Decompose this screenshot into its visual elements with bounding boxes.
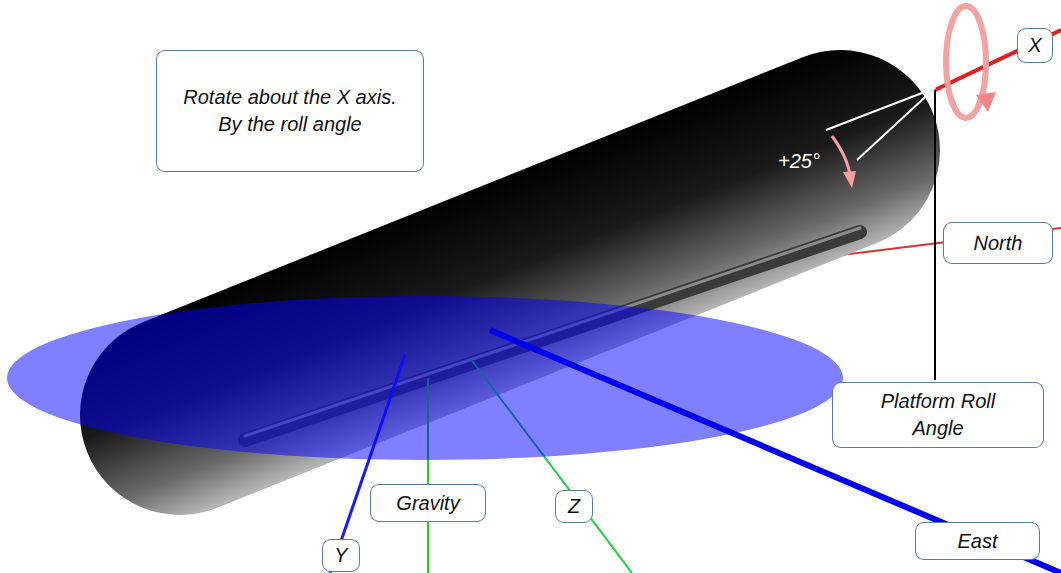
leader-line bbox=[934, 90, 936, 380]
angle-line bbox=[826, 88, 935, 130]
angle-line bbox=[857, 88, 935, 160]
axis-label: Gravity bbox=[370, 484, 486, 522]
box-text: North bbox=[974, 230, 1023, 257]
roll-arrow bbox=[946, 6, 986, 118]
angle-arrow bbox=[832, 136, 850, 176]
angle-arrowhead bbox=[843, 171, 856, 188]
callout-box: Platform Roll Angle bbox=[832, 382, 1044, 448]
axis-label: Z bbox=[555, 490, 593, 523]
box-text: X bbox=[1028, 32, 1041, 59]
axis-label: Y bbox=[322, 539, 360, 572]
east-axis bbox=[490, 330, 1061, 573]
box-text: Y bbox=[334, 542, 347, 569]
axis-label: North bbox=[943, 222, 1053, 264]
box-text: East bbox=[957, 528, 997, 555]
axis-label: X bbox=[1017, 28, 1053, 63]
note-box: Rotate about the X axis. By the roll ang… bbox=[156, 50, 424, 172]
axis-label: East bbox=[915, 522, 1040, 560]
horizontal-plane bbox=[7, 296, 843, 460]
roll-arrowhead bbox=[976, 92, 996, 112]
box-text: Z bbox=[568, 493, 580, 520]
box-text: Gravity bbox=[396, 490, 459, 517]
angle-value: +25° bbox=[778, 150, 820, 173]
box-text: Platform Roll Angle bbox=[855, 388, 1021, 442]
box-text: Rotate about the X axis. By the roll ang… bbox=[179, 84, 401, 138]
